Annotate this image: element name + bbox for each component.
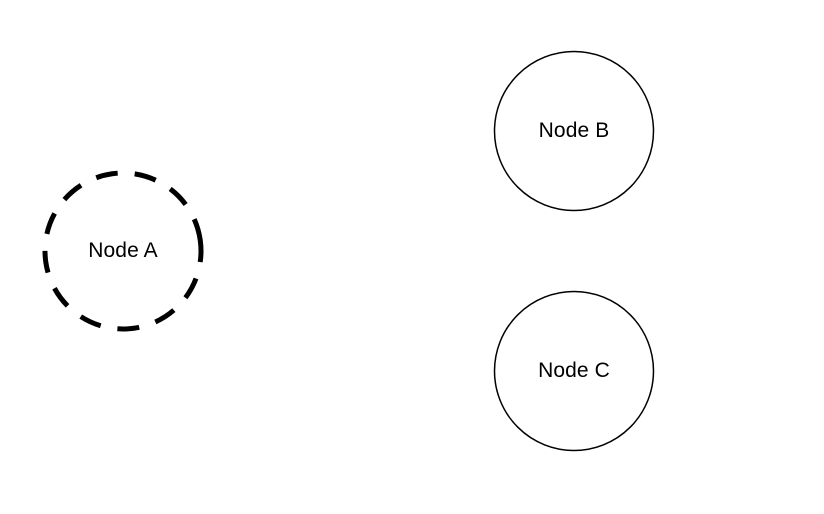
node-b-circle [493,50,655,212]
node-b[interactable]: Node B [493,50,655,212]
node-a-label: Node A [88,239,158,262]
node-a-circle [42,170,204,332]
node-a[interactable]: Node A [42,170,204,332]
node-c[interactable]: Node C [493,290,655,452]
node-c-label: Node C [538,359,610,382]
node-b-label: Node B [538,119,610,142]
node-c-circle [493,290,655,452]
